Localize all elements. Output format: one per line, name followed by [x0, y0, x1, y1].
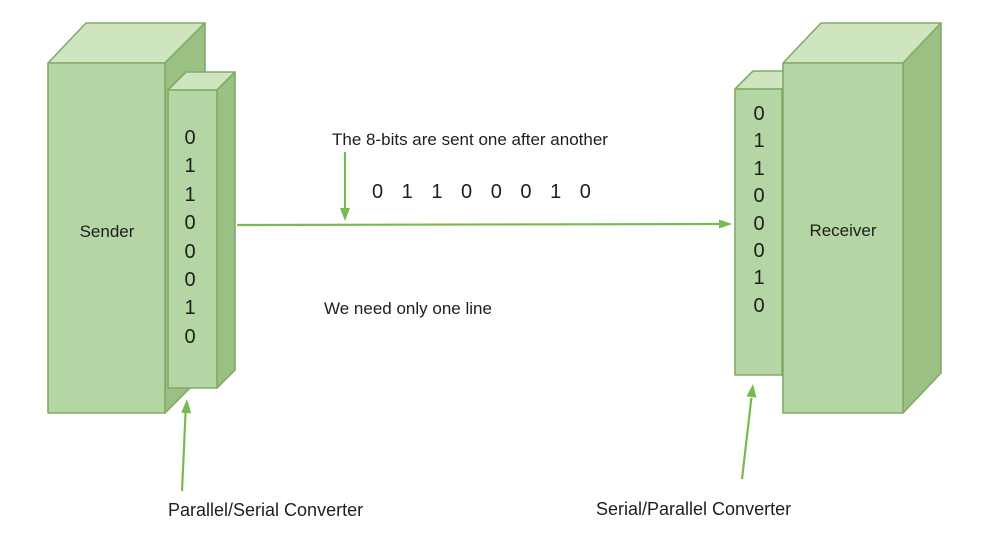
sender-converter-front-face	[167, 89, 218, 389]
bits-flow-down-arrow	[340, 152, 350, 221]
sender-label: Sender	[79, 222, 135, 241]
note-one-line: We need only one line	[324, 299, 492, 318]
transmission-line-arrow	[236, 219, 732, 229]
sender-converter-box	[167, 71, 236, 389]
sender-bits-column: 0 1 1 0 0 0 1 0	[184, 127, 196, 348]
channel-bit-stream: 0 1 1 0 0 0 1 0	[372, 181, 598, 203]
receiver-label: Receiver	[809, 221, 877, 240]
serial-parallel-converter-label: Serial/Parallel Converter	[596, 499, 792, 519]
serial-parallel-pointer-arrow	[740, 384, 757, 480]
receiver-box-side-face	[902, 22, 942, 414]
receiver-box	[782, 22, 942, 414]
sender-converter-side-face	[216, 71, 236, 389]
note-bits-sent: The 8-bits are sent one after another	[332, 130, 608, 149]
receiver-converter-front-face	[734, 88, 783, 376]
sender-box-front-face	[47, 62, 166, 414]
parallel-serial-pointer-arrow	[180, 399, 192, 492]
receiver-box-front-face	[782, 62, 904, 414]
parallel-serial-converter-label: Parallel/Serial Converter	[168, 500, 364, 520]
receiver-bits-column: 0 1 1 0 0 0 1 0	[753, 103, 765, 317]
